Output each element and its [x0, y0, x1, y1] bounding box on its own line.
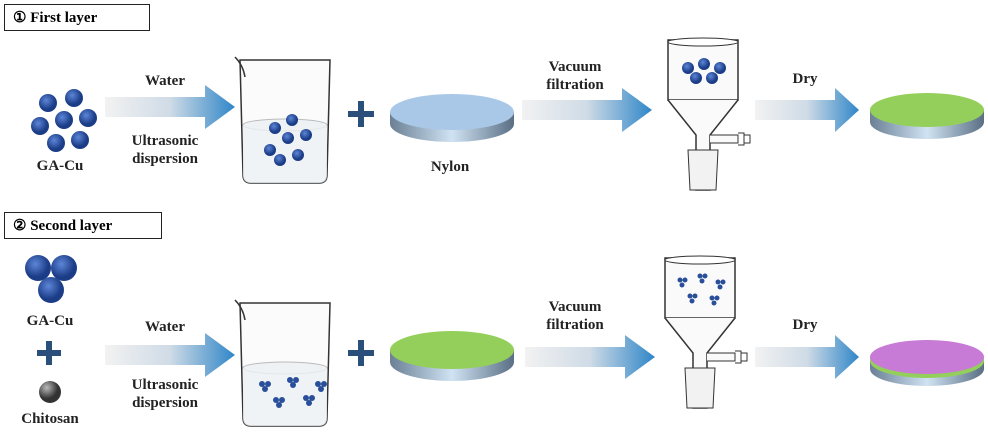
arrow-filtration-1	[522, 88, 652, 132]
water-label: Water	[145, 73, 185, 89]
green-disk-2	[390, 331, 514, 381]
beaker-particles-1	[264, 114, 312, 166]
first-layer-title: ① First layer	[4, 4, 150, 31]
ga-cu-large-cluster	[25, 255, 77, 303]
vacuum-filtration-label: Vacuum filtration	[546, 59, 604, 93]
ultrasonic-label: Ultrasonic dispersion	[131, 133, 199, 167]
beaker-particles-2	[259, 377, 327, 408]
beaker-2	[234, 299, 331, 427]
plus-icon	[348, 101, 374, 127]
second-layer-title: ② Second layer	[4, 212, 162, 239]
purple-disk	[870, 340, 984, 386]
arrow-dry-2	[755, 335, 859, 379]
dry-label-2: Dry	[792, 317, 818, 333]
ultrasonic-label-2: Ultrasonic dispersion	[131, 377, 199, 411]
ga-cu-cluster	[31, 89, 97, 152]
nylon-label: Nylon	[430, 159, 470, 175]
arrow-dispersion-1	[105, 85, 235, 129]
water-label-2: Water	[145, 319, 185, 335]
chitosan-label: Chitosan	[21, 411, 79, 427]
plus-icon	[348, 340, 374, 366]
green-disk-1	[870, 93, 984, 139]
funnel-2	[664, 255, 748, 409]
nylon-disk	[390, 94, 514, 142]
funnel-particles-2	[677, 273, 726, 306]
dry-label: Dry	[792, 71, 818, 87]
arrow-filtration-2	[525, 335, 655, 379]
ga-cu-label-2: GA-Cu	[26, 313, 74, 329]
ga-cu-label: GA-Cu	[36, 158, 84, 174]
arrow-dispersion-2	[105, 333, 235, 377]
chitosan-sphere	[39, 381, 61, 403]
plus-icon	[37, 341, 61, 365]
funnel-particles-1	[682, 58, 726, 84]
arrow-dry-1	[755, 88, 859, 132]
vacuum-filtration-label-2: Vacuum filtration	[546, 299, 604, 333]
